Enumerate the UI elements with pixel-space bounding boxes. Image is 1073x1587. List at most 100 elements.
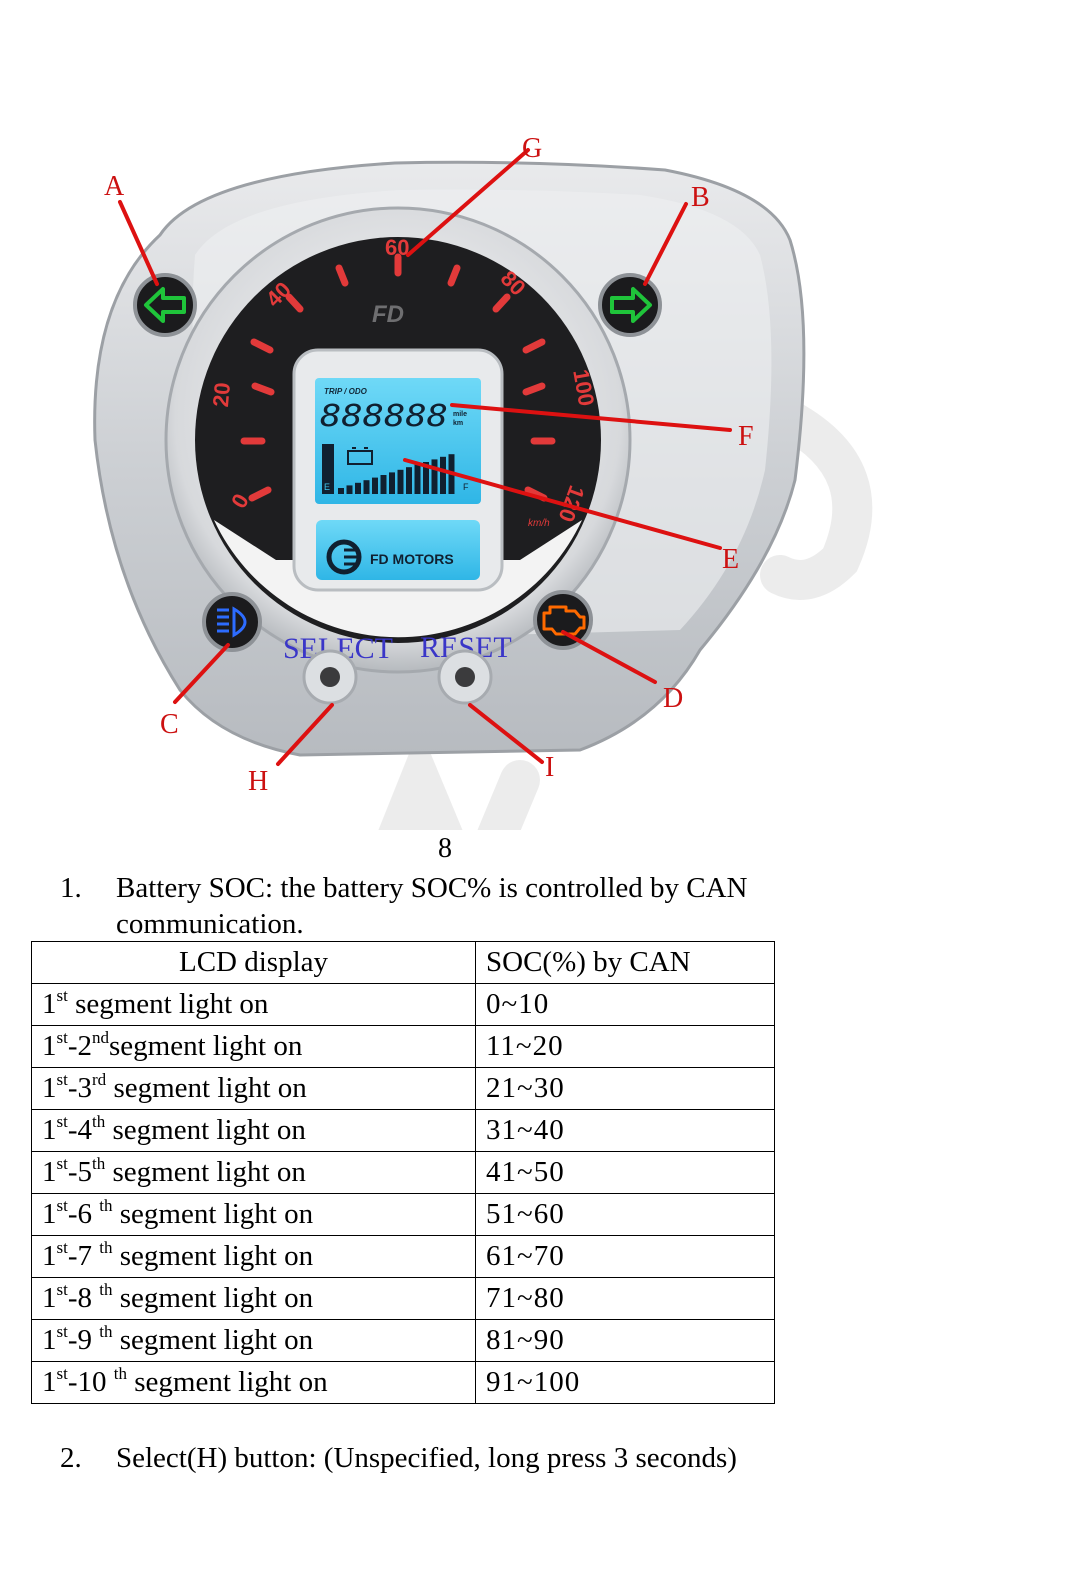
segment-start-suffix: st (57, 1364, 68, 1383)
segment-start-number: 1 (42, 1030, 57, 1062)
lcd-display-cell: 1st-3rd segment light on (32, 1068, 476, 1110)
lcd-display-cell: 1st-10 th segment light on (32, 1362, 476, 1404)
segment-label: segment light on (105, 1114, 306, 1146)
list-item-text: Select(H) button: (Unspecified, long pre… (116, 1440, 737, 1476)
segment-end-number: -6 (68, 1198, 99, 1230)
page-number: 8 (438, 833, 452, 865)
segment-label: segment light on (105, 1156, 306, 1188)
segment-end-number: -8 (68, 1282, 99, 1314)
segment-end-number: -7 (68, 1240, 99, 1272)
segment-start-suffix: st (57, 1322, 68, 1341)
soc-range-cell: 21~30 (476, 1068, 775, 1110)
list-item-text: Battery SOC: the battery SOC% is control… (116, 870, 876, 942)
segment-end-suffix: nd (92, 1028, 109, 1047)
segment-end-suffix: th (99, 1280, 112, 1299)
segment-start-number: 1 (42, 1366, 57, 1398)
tick-label-60: 60 (385, 235, 409, 260)
segment-start-number: 1 (42, 1072, 57, 1104)
segment-start-suffix: st (57, 1196, 68, 1215)
list-item-number: 2. (60, 1440, 82, 1476)
segment-end-number: -4 (68, 1114, 92, 1146)
segment-start-suffix: st (57, 1238, 68, 1257)
segment-start-suffix: st (57, 1112, 68, 1131)
soc-range-cell: 91~100 (476, 1362, 775, 1404)
lcd-display-cell: 1st-5th segment light on (32, 1152, 476, 1194)
callout-h: H (248, 766, 268, 797)
segment-label: segment light on (113, 1240, 314, 1272)
soc-range-cell: 31~40 (476, 1110, 775, 1152)
callout-f: F (738, 421, 754, 452)
segment-start-suffix: st (57, 1028, 68, 1047)
table-row: 1st-8 th segment light on71~80 (32, 1278, 775, 1320)
dashboard-figure: 0 20 40 60 80 100 120 km/h FD TRIP / ODO… (0, 0, 1073, 830)
callout-d: D (663, 683, 683, 714)
segment-label: segment light on (68, 988, 269, 1020)
lcd-display-cell: 1st-6 th segment light on (32, 1194, 476, 1236)
segment-start-number: 1 (42, 1240, 57, 1272)
segment-start-suffix: st (57, 986, 68, 1005)
brand-logo: FD (372, 301, 404, 328)
soc-segment (440, 457, 446, 494)
soc-range-cell: 41~50 (476, 1152, 775, 1194)
soc-range-cell: 0~10 (476, 984, 775, 1026)
segment-end-suffix: th (99, 1238, 112, 1257)
lcd-digits: 888888 (320, 399, 448, 434)
lcd-display-cell: 1st-2ndsegment light on (32, 1026, 476, 1068)
segment-end-suffix: th (99, 1196, 112, 1215)
segment-end-suffix: th (92, 1112, 105, 1131)
lcd-display-cell: 1st-7 th segment light on (32, 1236, 476, 1278)
lcd-gauge-empty: E (324, 482, 330, 492)
soc-range-cell: 71~80 (476, 1278, 775, 1320)
segment-label: segment light on (109, 1030, 302, 1062)
segment-end-number: -2 (68, 1030, 92, 1062)
segment-label: segment light on (106, 1072, 307, 1104)
segment-label: segment light on (113, 1324, 314, 1356)
lcd-unit-km: km (453, 420, 463, 427)
segment-start-suffix: st (57, 1154, 68, 1173)
table-header-row: LCD display SOC(%) by CAN (32, 942, 775, 984)
table-row: 1st-7 th segment light on61~70 (32, 1236, 775, 1278)
segment-end-number: -9 (68, 1324, 99, 1356)
soc-segment (347, 485, 353, 494)
segment-end-number: -10 (68, 1366, 114, 1398)
callout-g: G (522, 133, 542, 164)
segment-start-number: 1 (42, 1324, 57, 1356)
column-header-lcd-display: LCD display (32, 942, 476, 984)
lcd-display-cell: 1st-4th segment light on (32, 1110, 476, 1152)
lcd-display-cell: 1st segment light on (32, 984, 476, 1026)
soc-segment (338, 488, 344, 494)
soc-table: LCD display SOC(%) by CAN 1st segment li… (31, 941, 775, 1404)
segment-label: segment light on (113, 1282, 314, 1314)
segment-end-suffix: rd (92, 1070, 106, 1089)
callout-i: I (545, 752, 554, 783)
callout-e: E (722, 544, 739, 575)
tick-label-20: 20 (208, 381, 235, 408)
list-item-number: 1. (60, 870, 82, 906)
callout-c: C (160, 709, 179, 740)
table-row: 1st-9 th segment light on 81~90 (32, 1320, 775, 1362)
segment-label: segment light on (113, 1198, 314, 1230)
segment-end-suffix: th (114, 1364, 127, 1383)
segment-start-number: 1 (42, 1156, 57, 1188)
soc-range-cell: 61~70 (476, 1236, 775, 1278)
segment-end-suffix: th (99, 1322, 112, 1341)
segment-start-number: 1 (42, 988, 57, 1020)
segment-label: segment light on (127, 1366, 328, 1398)
soc-segment (364, 480, 370, 494)
segment-start-number: 1 (42, 1114, 57, 1146)
callout-a: A (104, 171, 125, 202)
column-header-soc: SOC(%) by CAN (476, 942, 775, 984)
soc-segment (406, 467, 412, 494)
soc-range-cell: 81~90 (476, 1320, 775, 1362)
table-row: 1st-6 th segment light on51~60 (32, 1194, 775, 1236)
lcd-unit-mile: mile (453, 411, 467, 418)
soc-segment (372, 478, 378, 494)
soc-segment (355, 483, 361, 494)
soc-range-cell: 11~20 (476, 1026, 775, 1068)
lcd-trip-label: TRIP / ODO (324, 387, 368, 396)
